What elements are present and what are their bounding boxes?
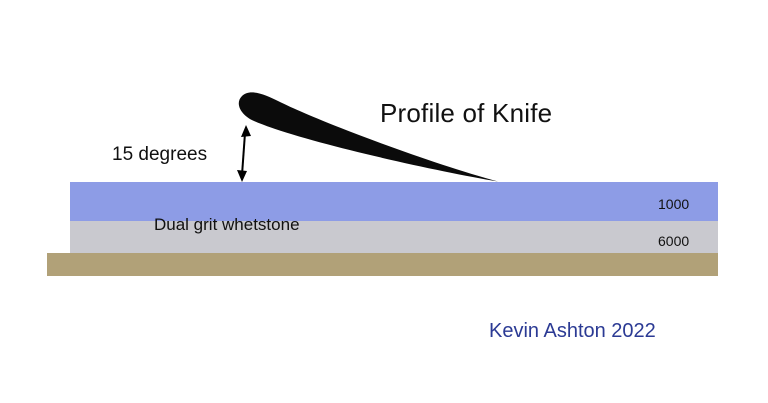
angle-arrow-head-down-icon [237,170,247,182]
diagram-title: Profile of Knife [380,98,553,128]
angle-arrow-shaft [241,132,246,176]
whetstone-base [47,253,718,276]
angle-arrow-head-up-icon [241,125,251,137]
whetstone-top-layer [70,182,718,221]
angle-label: 15 degrees [112,144,208,165]
whetstone-bottom-layer [70,221,718,253]
whetstone-label: Dual grit whetstone [154,215,300,234]
credit-text: Kevin Ashton 2022 [489,320,656,342]
grit-label-top: 1000 [658,196,690,212]
grit-label-bottom: 6000 [658,233,690,249]
